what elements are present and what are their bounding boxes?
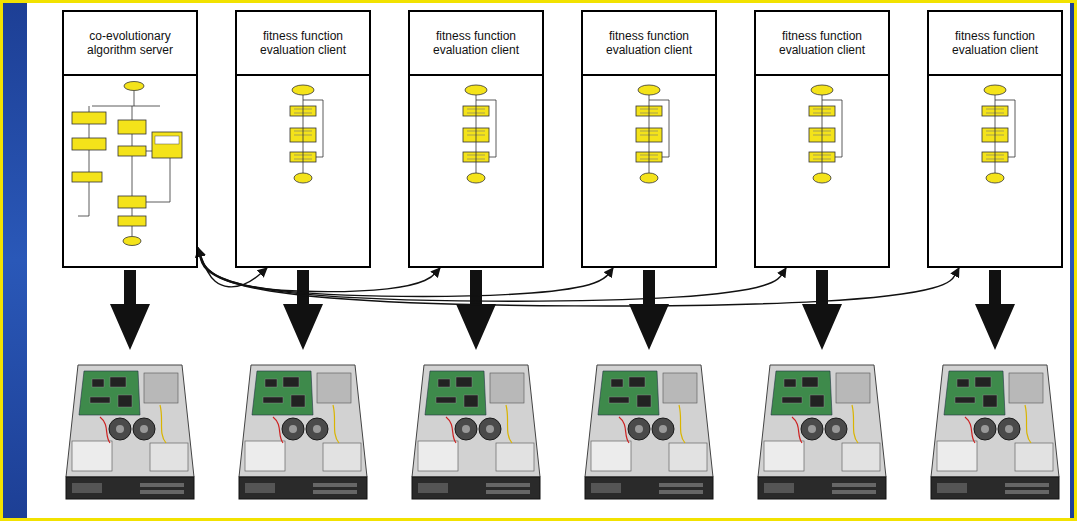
client-flowchart <box>636 85 669 183</box>
box-title: fitness function evaluation client <box>603 29 695 57</box>
client-box: fitness function evaluation client <box>754 10 890 268</box>
server-hardware <box>412 365 540 499</box>
client-box: fitness function evaluation client <box>235 10 371 268</box>
server-hardware <box>239 365 367 499</box>
down-arrow <box>975 270 1015 350</box>
box-title: fitness function evaluation client <box>949 29 1041 57</box>
server-hardware <box>931 365 1059 499</box>
server-box: co-evolutionary algorithm server <box>62 10 198 268</box>
server-hardware <box>66 365 194 499</box>
box-header: fitness function evaluation client <box>583 12 715 76</box>
connectors <box>198 248 959 306</box>
message-arrow <box>198 248 959 306</box>
server-flowchart <box>72 82 182 246</box>
box-title: fitness function evaluation client <box>257 29 349 57</box>
box-header: fitness function evaluation client <box>237 12 369 76</box>
down-arrow <box>629 270 669 350</box>
client-flowchart <box>982 85 1015 183</box>
down-arrow <box>110 270 150 350</box>
box-header: fitness function evaluation client <box>756 12 888 76</box>
box-title: co-evolutionary algorithm server <box>84 29 176 57</box>
down-arrow <box>456 270 496 350</box>
client-box: fitness function evaluation client <box>581 10 717 268</box>
server-hardware <box>585 365 713 499</box>
client-box: fitness function evaluation client <box>927 10 1063 268</box>
box-title: fitness function evaluation client <box>430 29 522 57</box>
box-header: fitness function evaluation client <box>410 12 542 76</box>
client-flowchart <box>463 85 496 183</box>
server-hardware <box>758 365 886 499</box>
box-title: fitness function evaluation client <box>776 29 868 57</box>
client-flowchart <box>809 85 842 183</box>
client-flowchart <box>290 85 323 183</box>
down-arrow <box>802 270 842 350</box>
box-header: co-evolutionary algorithm server <box>64 12 196 76</box>
illustrations <box>66 82 1059 500</box>
box-header: fitness function evaluation client <box>929 12 1061 76</box>
down-arrow <box>283 270 323 350</box>
client-box: fitness function evaluation client <box>408 10 544 268</box>
